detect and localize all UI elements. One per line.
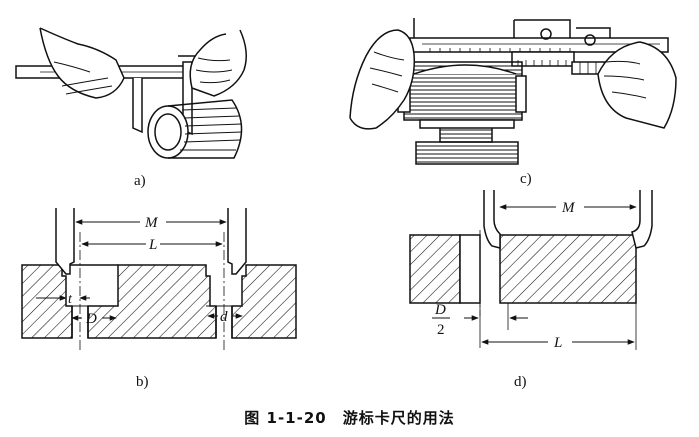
- panel-c-drawing: [349, 18, 677, 165]
- panel-d-label: d): [514, 374, 527, 390]
- dim-b-t: t: [68, 292, 73, 307]
- figure-caption: 图 1-1-20 游标卡尺的用法: [244, 409, 455, 427]
- dim-b-L: L: [148, 237, 157, 253]
- panel-a-drawing: [15, 27, 247, 159]
- panel-d-drawing: [409, 190, 653, 350]
- dim-b-M: M: [144, 215, 159, 231]
- dim-d-L: L: [553, 335, 562, 351]
- panel-c-label: c): [520, 171, 532, 187]
- dim-d-M: M: [561, 200, 576, 216]
- dim-b-d: d: [220, 309, 228, 325]
- dim-b-D: D: [85, 311, 97, 327]
- dim-d-D: D: [434, 302, 446, 318]
- panel-b-drawing: [21, 208, 297, 350]
- panel-a-label: a): [134, 173, 146, 189]
- dim-d-2: 2: [437, 322, 445, 338]
- panel-b-label: b): [136, 374, 149, 390]
